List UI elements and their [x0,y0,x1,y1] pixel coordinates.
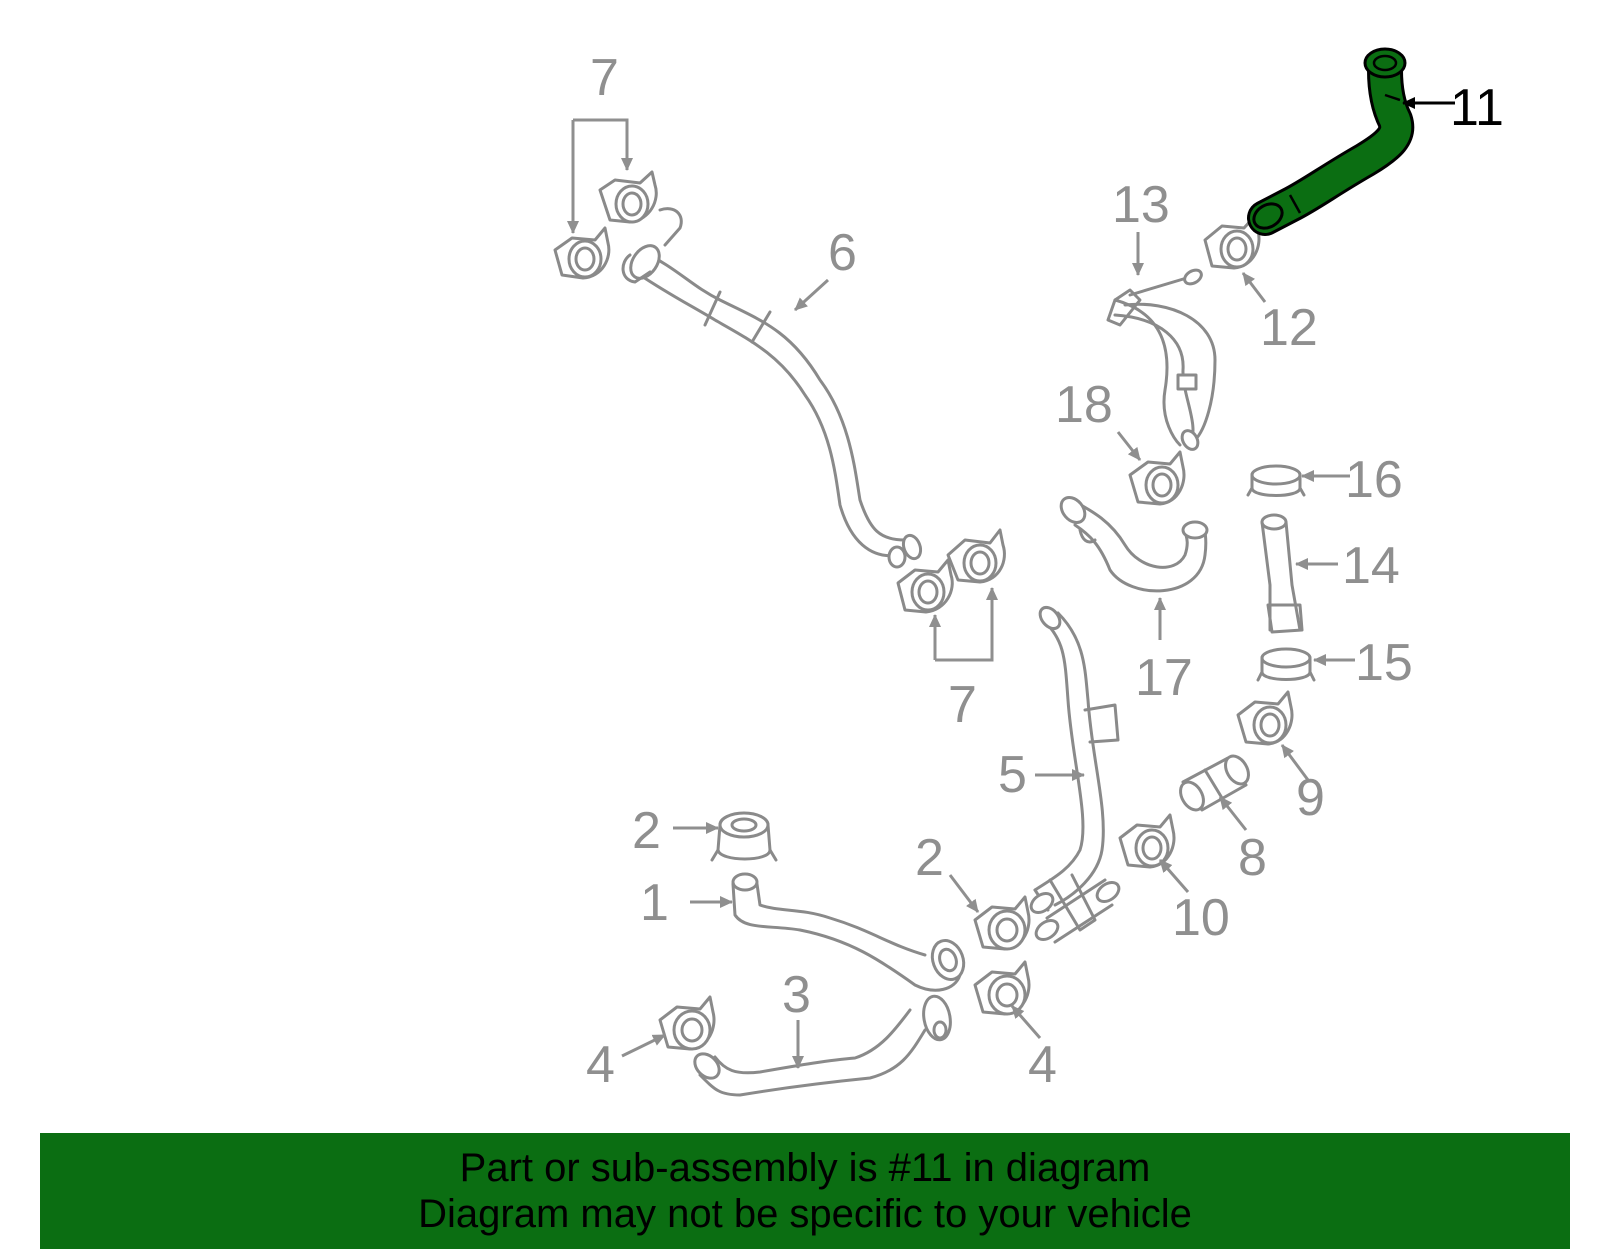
callout-7-top: 7 [590,49,619,107]
callout-11: 11 [1450,79,1504,137]
part-18-clamp[interactable] [1128,450,1186,506]
callout-12: 12 [1260,299,1318,357]
part-2-clamp-upper[interactable] [710,811,778,862]
callout-9: 9 [1296,769,1325,827]
part-10-clamp[interactable] [1118,813,1176,869]
part-2-clamp-lower[interactable] [973,895,1031,951]
part-7-clamp-upper-b[interactable] [553,226,611,280]
part-5-long-pipe[interactable] [1028,604,1123,944]
callout-14: 14 [1342,537,1400,595]
part-11-hose-highlighted[interactable] [1247,47,1415,236]
part-17-u-hose[interactable] [1056,493,1209,593]
callout-8: 8 [1238,829,1267,887]
part-16-clamp-ring[interactable] [1246,464,1306,497]
part-15-clamp-ring[interactable] [1256,647,1316,682]
callout-16: 16 [1345,451,1403,509]
banner-line-disclaimer: Diagram may not be specific to your vehi… [418,1192,1192,1236]
part-3-lower-hose[interactable] [690,994,954,1097]
part-9-clamp[interactable] [1236,690,1294,746]
part-7-clamp-lower-b[interactable] [896,558,954,614]
part-4-clamp-left[interactable] [658,995,716,1051]
callout-7-bottom: 7 [948,676,977,734]
callout-1: 1 [640,874,669,932]
part-1-hose[interactable] [731,872,969,992]
callout-13: 13 [1112,176,1170,234]
callout-6: 6 [828,224,857,282]
callout-2-lower: 2 [915,829,944,887]
callout-2-upper: 2 [632,802,661,860]
part-7-clamp-lower-a[interactable] [946,528,1006,584]
part-4-clamp-right[interactable] [973,960,1031,1016]
callout-4-left: 4 [586,1036,615,1094]
callout-3: 3 [782,966,811,1024]
part-7-clamp-upper-a[interactable] [598,170,658,224]
callout-10: 10 [1172,889,1230,947]
part-6-coolant-pipe[interactable] [621,207,924,569]
callout-17: 17 [1135,649,1193,707]
part-info-banner: Part or sub-assembly is #11 in diagram D… [40,1133,1570,1249]
part-8-coupling[interactable] [1176,752,1253,814]
callout-15: 15 [1355,634,1413,692]
banner-line-part-number: Part or sub-assembly is #11 in diagram [459,1146,1151,1190]
callout-4-right: 4 [1028,1036,1057,1094]
callout-18: 18 [1055,376,1113,434]
part-14-short-hose[interactable] [1260,513,1304,634]
parts-diagram: 1 2 2 3 4 4 5 6 7 7 8 9 10 11 12 13 14 1… [553,47,1504,1097]
part-13-pipe-bracket[interactable] [1106,267,1217,452]
callout-5: 5 [998,746,1027,804]
